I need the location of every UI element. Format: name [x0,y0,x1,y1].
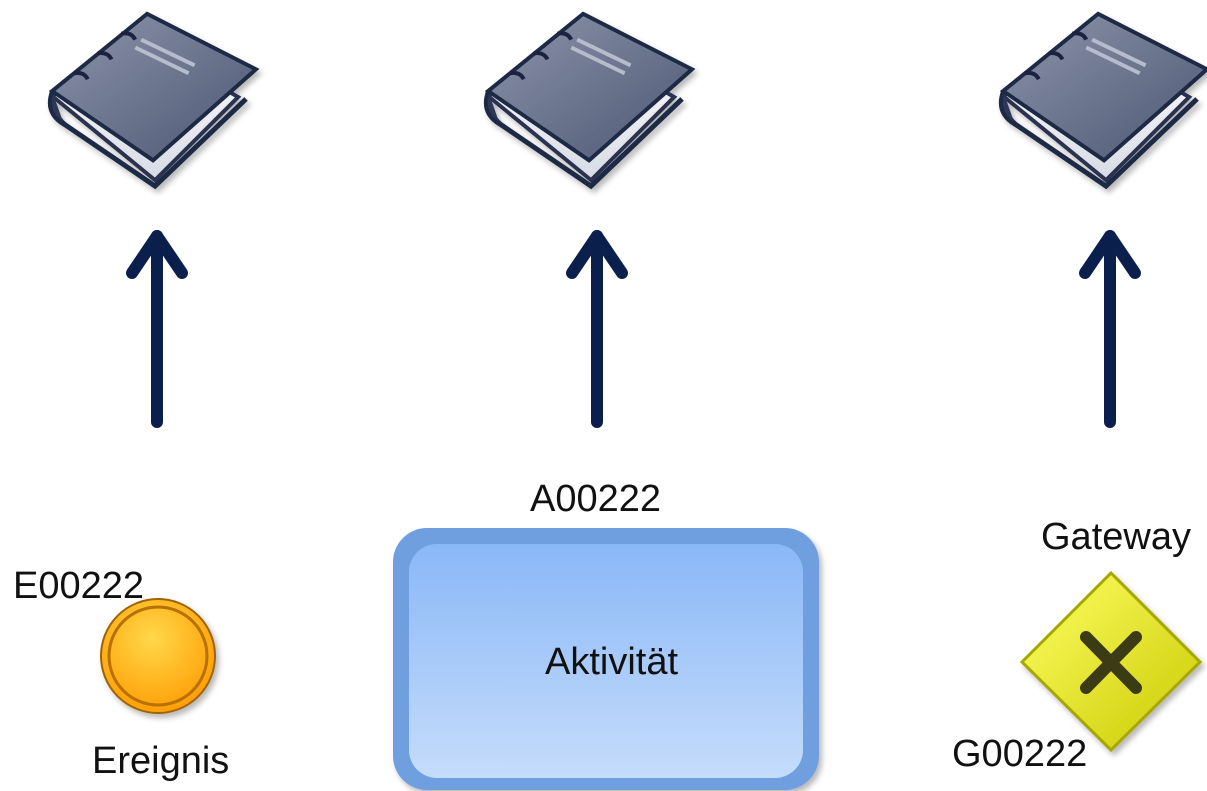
book-icon [1001,14,1207,186]
event-id-label: E00222 [13,565,145,607]
association-arrow [566,230,628,428]
event-name-label: Ereignis [92,740,230,782]
activity-id-label: A00222 [530,478,662,520]
gateway-shape[interactable] [1019,570,1203,753]
association-arrow [1079,230,1141,428]
book-icon [486,14,692,186]
activity-name-label: Aktivität [545,641,679,683]
gateway-name-label: Gateway [1041,516,1191,558]
event-shape[interactable] [100,598,216,714]
association-arrow [126,230,188,428]
close-x-icon [1080,631,1142,694]
book-icon [50,14,256,186]
gateway-id-label: G00222 [952,733,1088,775]
activity-shape[interactable] [393,528,819,790]
